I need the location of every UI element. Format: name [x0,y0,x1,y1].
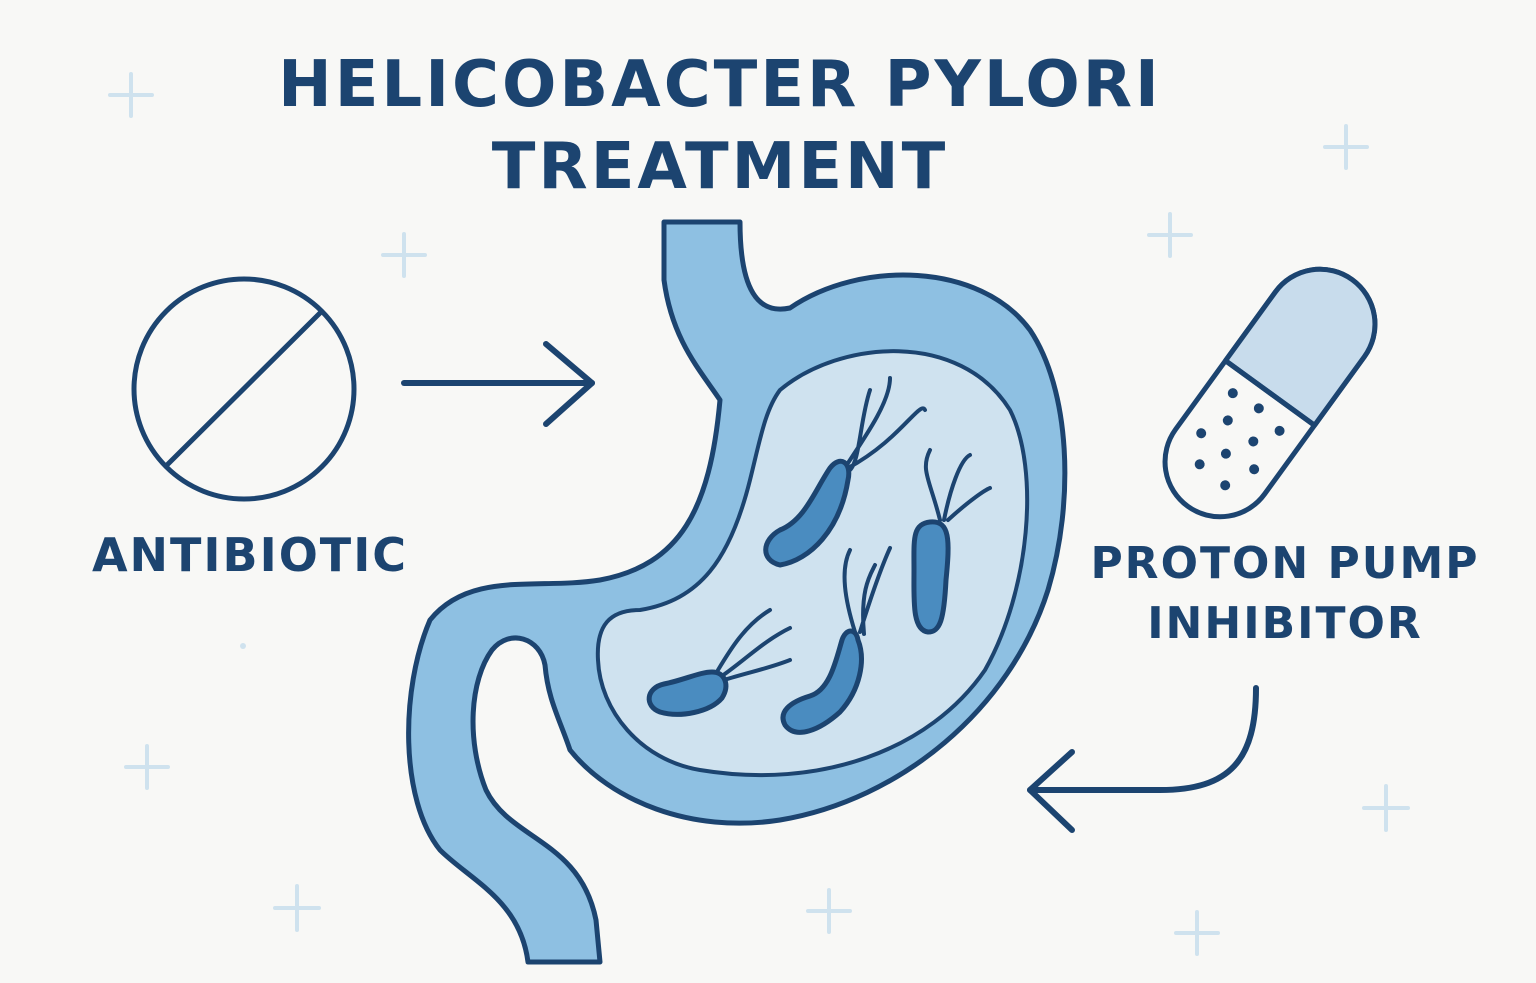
proton-pump-inhibitor-label: PROTON PUMP INHIBITOR [1080,534,1490,654]
bacterium [780,546,892,735]
antibiotic-prohibition-icon [131,276,357,502]
diagram-title: HELICOBACTER PYLORI TREATMENT [0,44,1440,208]
sparkle-icon [1362,784,1410,832]
antibiotic-label: ANTIBIOTIC [91,528,409,582]
sparkle-icon [273,884,321,932]
ppi-label-line-1: PROTON PUMP [1090,538,1480,589]
bacterium [911,448,992,635]
capsule-granules [1194,388,1285,491]
stomach-lumen [595,349,1030,778]
sparkle-icon [124,744,170,790]
sparkle-icon [1323,124,1369,170]
sparkle-icon [1147,212,1193,258]
bacterium [763,376,927,568]
sparkle-icon [1174,910,1220,956]
helicobacter-bacteria-icon [646,376,992,735]
bacterium [646,608,792,717]
arrow-right-icon [401,341,595,427]
curved-arrow-left-icon [1027,685,1259,833]
ppi-label-line-2: INHIBITOR [1147,598,1423,649]
title-line-1: HELICOBACTER PYLORI [278,48,1162,122]
stomach-icon [406,219,1068,965]
sparkle-dot [240,643,246,649]
sparkle-icon [108,72,154,118]
title-line-2: TREATMENT [491,130,949,204]
sparkle-icon [381,232,427,278]
capsule-icon [1162,266,1378,520]
sparkle-decorations [108,72,1410,956]
sparkle-icon [806,888,852,934]
